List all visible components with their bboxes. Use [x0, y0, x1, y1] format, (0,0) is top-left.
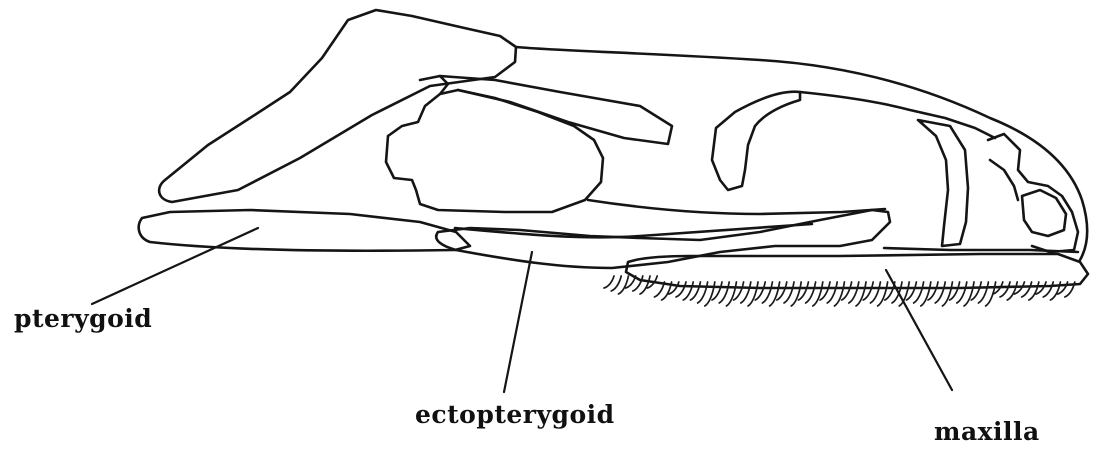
pterygoid-leader: [92, 228, 258, 304]
otic-bone-outline: [386, 76, 603, 212]
maxilla-upper-edge: [884, 248, 1078, 252]
pterygoid-outline: [139, 210, 470, 251]
tooth: [604, 276, 614, 288]
jugal-bar-outline: [440, 76, 672, 144]
maxillary-teeth: [604, 276, 1075, 306]
postorbital-outline: [712, 92, 800, 190]
snout-suture: [990, 160, 1018, 200]
ectopterygoid-outline: [436, 210, 890, 268]
ectopterygoid-label: ectopterygoid: [415, 400, 615, 429]
ventral-edge-outline: [588, 200, 885, 214]
pterygoid-label: pterygoid: [14, 304, 152, 333]
maxilla-outline: [626, 254, 1088, 288]
posterior-process-outline: [159, 10, 516, 202]
maxilla-label: maxilla: [934, 417, 1040, 446]
ectopterygoid-leader: [504, 252, 532, 392]
nasal-outline: [800, 92, 995, 138]
premaxilla-outline: [1022, 190, 1066, 236]
prefrontal-outline: [918, 120, 968, 246]
